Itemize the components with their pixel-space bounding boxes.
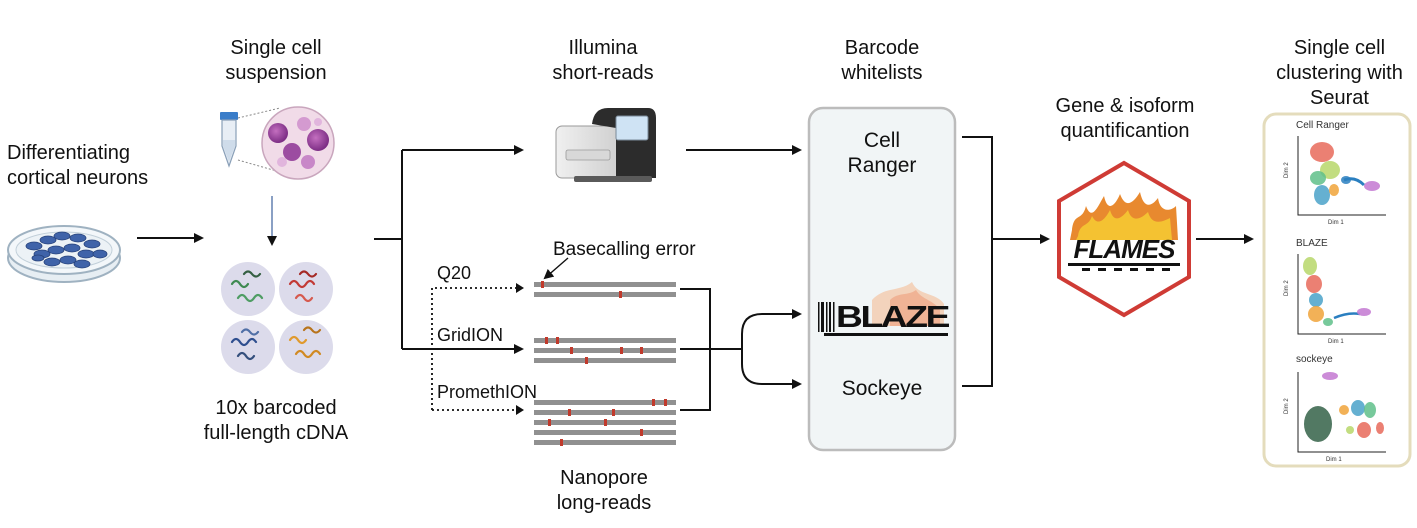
basecalling-error-label: Basecalling error	[553, 239, 696, 260]
whitelist-box	[807, 106, 957, 452]
seurat-panel	[1262, 112, 1412, 468]
umap-1-title: Cell Ranger	[1296, 120, 1349, 131]
flames-logo: FLAMES	[1057, 160, 1191, 318]
nanopore-label: Nanopore long-reads	[556, 467, 652, 514]
single-cell-suspension-label: Single cell suspension	[225, 37, 327, 84]
umap-2-ylabel: Dim 2	[1284, 280, 1290, 296]
platform-connectors	[431, 287, 522, 411]
platform-q20-label: Q20	[437, 263, 472, 283]
umap-plot-1: Cell Ranger Dim 1 Dim 2	[1284, 120, 1386, 226]
umap-3-title: sockeye	[1296, 354, 1333, 365]
differentiating-neurons-label: Differentiating cortical neurons	[7, 142, 149, 189]
umap-2-title: BLAZE	[1296, 238, 1328, 249]
basecalling-pointer	[543, 257, 569, 280]
flames-wordmark: FLAMES	[1074, 234, 1177, 264]
seurat-clustering-label: Single cell clustering with Seurat	[1276, 37, 1403, 109]
cell-suspension-icon	[261, 106, 335, 180]
umap-3-xlabel: Dim 1	[1326, 457, 1342, 463]
reads-bracket	[680, 288, 802, 411]
branch-connector	[374, 145, 524, 354]
cdna-wells-icon	[221, 262, 333, 374]
umap-plot-2: BLAZE Dim 1 Dim 2	[1284, 238, 1386, 345]
cellranger-tool-label[interactable]: Cell Ranger	[847, 129, 917, 177]
barcoded-cdna-label: 10x barcoded full-length cDNA	[203, 397, 349, 444]
whitelist-bracket	[962, 136, 1050, 387]
blaze-wordmark: BLAZE	[836, 299, 950, 334]
umap-plot-3: sockeye Dim 1 Dim 2	[1284, 354, 1386, 463]
platform-gridion-label: GridION	[437, 325, 504, 345]
umap-2-xlabel: Dim 1	[1328, 339, 1344, 345]
sockeye-tool-label[interactable]: Sockeye	[841, 377, 923, 400]
quantification-label: Gene & isoform quantificantion	[1055, 95, 1195, 142]
nanopore-reads	[534, 281, 676, 446]
sequencer-icon	[555, 108, 656, 182]
platform-promethion-label: PromethION	[437, 382, 538, 402]
illumina-label: Illumina short-reads	[552, 37, 654, 84]
umap-3-ylabel: Dim 2	[1284, 398, 1290, 414]
petri-dish-icon	[7, 225, 121, 283]
barcode-whitelists-label: Barcode whitelists	[841, 37, 923, 84]
umap-1-xlabel: Dim 1	[1328, 220, 1344, 226]
umap-1-ylabel: Dim 2	[1284, 162, 1290, 178]
blaze-logo: BLAZE	[818, 282, 952, 336]
tube-icon	[220, 112, 238, 168]
